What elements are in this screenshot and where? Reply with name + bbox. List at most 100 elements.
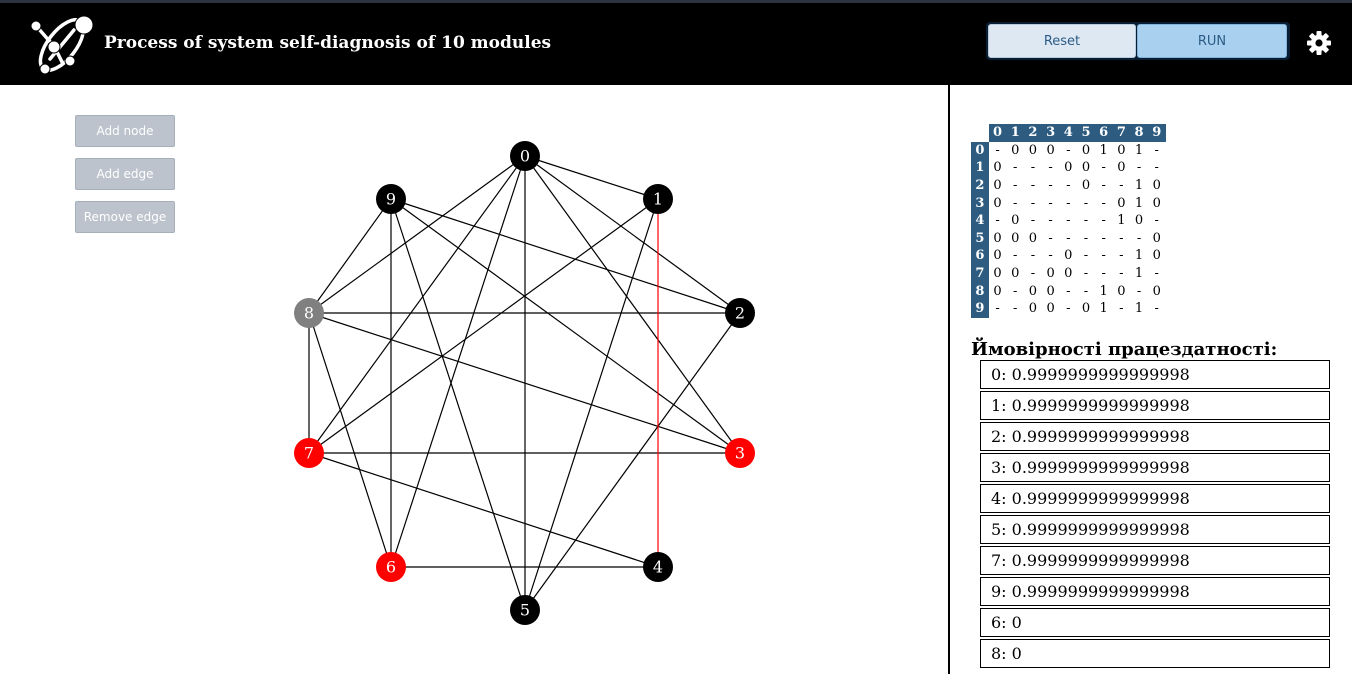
node-circle[interactable] (376, 552, 406, 582)
matrix-cell: - (1048, 160, 1053, 176)
matrix-cell: 1 (1134, 142, 1144, 158)
graph-node-8[interactable]: 8 (294, 298, 324, 328)
node-circle[interactable] (510, 595, 540, 625)
graph-node-5[interactable]: 5 (510, 595, 540, 625)
graph-node-0[interactable]: 0 (510, 141, 540, 171)
node-label: 6 (386, 558, 396, 577)
matrix-cell: - (995, 142, 1000, 158)
matrix-cell: 1 (1134, 178, 1144, 194)
matrix-cell: - (1030, 266, 1036, 282)
probability-item: 3: 0.9999999999999998 (980, 453, 1330, 482)
matrix-cell: - (1083, 266, 1089, 282)
graph-edge-7-4[interactable] (308, 452, 659, 568)
matrix-cell: 0 (1011, 266, 1020, 282)
node-circle[interactable] (643, 552, 673, 582)
matrix-cell: 0 (1081, 160, 1091, 176)
node-label: 1 (653, 190, 663, 209)
matrix-cell: 0 (1152, 178, 1161, 194)
graph-edge-9-8[interactable] (308, 198, 392, 314)
matrix-cell: 0 (993, 266, 1002, 282)
graph-node-1[interactable]: 1 (643, 184, 673, 214)
probability-item: 5: 0.9999999999999998 (980, 515, 1330, 544)
node-circle[interactable] (643, 184, 673, 214)
graph-edge-9-3[interactable] (390, 198, 741, 454)
graph-edge-2-5[interactable] (524, 312, 741, 611)
matrix-cell: - (1030, 248, 1036, 264)
graph-edge-1-5[interactable] (524, 198, 659, 611)
probability-item: 8: 0 (980, 639, 1330, 668)
graph-edge-0-3[interactable] (524, 155, 741, 454)
remove-edge-button[interactable]: Remove edge (75, 201, 175, 233)
matrix-cell: - (1154, 301, 1159, 317)
node-circle[interactable] (725, 438, 755, 468)
matrix-cell: - (1048, 248, 1053, 264)
node-circle[interactable] (510, 141, 540, 171)
matrix-cell: - (1154, 213, 1159, 229)
matrix-cell: 0 (1011, 142, 1020, 158)
node-circle[interactable] (376, 184, 406, 214)
matrix-cell: - (1101, 230, 1106, 246)
graph-edge-0-2[interactable] (524, 155, 741, 314)
matrix-cell: - (1048, 178, 1053, 194)
matrix-cell: 0 (1152, 283, 1161, 299)
graph-edge-0-7[interactable] (308, 155, 526, 454)
matrix-cell: 0 (1064, 160, 1073, 176)
page-title: Process of system self-diagnosis of 10 m… (104, 33, 552, 53)
matrix-cell: - (1136, 160, 1142, 176)
node-label: 5 (520, 601, 530, 620)
graph-edge-0-8[interactable] (308, 155, 526, 314)
matrix-cell: - (1030, 160, 1036, 176)
run-button[interactable]: RUN (1137, 24, 1287, 58)
graph-node-4[interactable]: 4 (643, 552, 673, 582)
graph-edge-7-1[interactable] (308, 198, 659, 454)
graph-node-7[interactable]: 7 (294, 438, 324, 468)
graph-edge-0-1[interactable] (524, 155, 659, 200)
probabilities-title: Ймовірності працездатності: (971, 339, 1278, 360)
matrix-cell: 0 (1152, 248, 1161, 264)
matrix-col-header: 7 (1112, 124, 1131, 142)
matrix-cell: - (1101, 266, 1106, 282)
matrix-cell: 1 (1099, 283, 1108, 299)
node-circle[interactable] (294, 298, 324, 328)
graph-edge-8-6[interactable] (308, 312, 392, 568)
graph-node-2[interactable]: 2 (725, 298, 755, 328)
matrix-cell: - (1136, 230, 1142, 246)
graph-logo-icon (30, 15, 94, 75)
add-node-button[interactable]: Add node (75, 115, 175, 147)
graph-edge-9-5[interactable] (390, 198, 526, 611)
matrix-cell: - (1013, 195, 1018, 211)
graph-node-9[interactable]: 9 (376, 184, 406, 214)
graph-node-6[interactable]: 6 (376, 552, 406, 582)
matrix-cell: 0 (1046, 142, 1055, 158)
matrix-col-header: 3 (1041, 124, 1060, 142)
matrix-cell: - (995, 301, 1000, 317)
graph-edge-8-3[interactable] (308, 312, 741, 454)
matrix-cell: 0 (1028, 230, 1038, 246)
node-circle[interactable] (725, 298, 755, 328)
matrix-col-header: 2 (1024, 124, 1042, 142)
matrix-cell: - (1101, 248, 1106, 264)
gear-icon[interactable] (1306, 30, 1332, 56)
add-edge-button[interactable]: Add edge (75, 158, 175, 190)
graph-edge-9-2[interactable] (390, 198, 741, 314)
matrix-cell: 0 (1081, 142, 1091, 158)
graph-node-3[interactable]: 3 (725, 438, 755, 468)
node-label: 3 (735, 444, 745, 463)
matrix-cell: - (1119, 301, 1124, 317)
matrix-row-header: 5 (971, 229, 989, 248)
matrix-cell: - (1013, 301, 1018, 317)
graph-canvas[interactable]: 0 1 2 3 4 5 6 7 8 9 (0, 85, 948, 674)
matrix-cell: 0 (1011, 230, 1020, 246)
matrix-cell: - (1154, 266, 1159, 282)
matrix-cell: - (1101, 195, 1106, 211)
probability-item: 4: 0.9999999999999998 (980, 484, 1330, 513)
reset-button[interactable]: Reset (988, 24, 1136, 58)
matrix-cell: - (1119, 248, 1124, 264)
matrix-cell: - (1030, 178, 1036, 194)
node-circle[interactable] (294, 438, 324, 468)
matrix-col-header: 4 (1059, 124, 1078, 142)
